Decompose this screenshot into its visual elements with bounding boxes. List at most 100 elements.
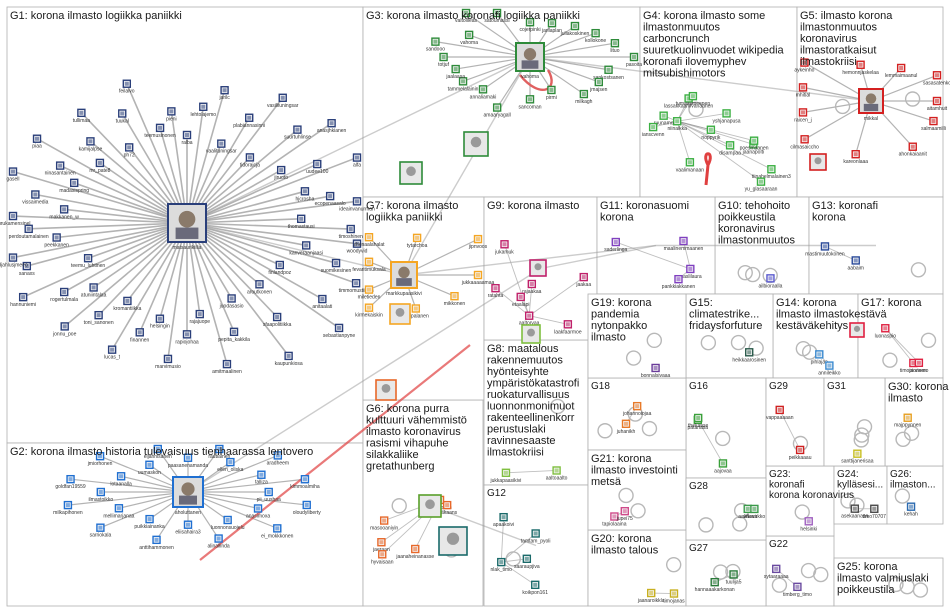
graph-node[interactable]: uudee100 bbox=[306, 159, 329, 176]
graph-node[interactable]: aykeinho bbox=[794, 58, 815, 74]
graph-node[interactable]: luonnonsuojelu bbox=[211, 515, 245, 531]
graph-node[interactable]: tuulija5 bbox=[726, 570, 742, 586]
hub-node[interactable]: aholuttanen bbox=[172, 476, 204, 516]
graph-node[interactable]: rajaakaa bbox=[522, 279, 542, 296]
graph-node[interactable]: lotaanalla bbox=[110, 472, 132, 488]
graph-node[interactable]: talliza bbox=[255, 470, 268, 486]
graph-node[interactable]: jukamuk bbox=[494, 240, 514, 256]
hub-node[interactable]: mikkal bbox=[858, 88, 884, 122]
graph-node[interactable]: fevaritimuksala bbox=[352, 257, 386, 273]
graph-node[interactable]: sasasatenko bbox=[923, 71, 950, 87]
graph-node[interactable]: aaltoaalto bbox=[546, 466, 568, 482]
graph-node[interactable]: gasell bbox=[6, 167, 20, 183]
graph-node[interactable]: pankkiakkanen bbox=[662, 274, 696, 291]
graph-node[interactable]: cilmasaiccho bbox=[790, 135, 819, 151]
graph-node[interactable]: pepita_kakkila bbox=[218, 327, 250, 343]
graph-node[interactable]: ideainvanurman bbox=[339, 197, 375, 213]
graph-node[interactable]: ellen_oliska bbox=[217, 457, 244, 474]
graph-node[interactable]: pihlajaa bbox=[811, 350, 828, 366]
graph-node[interactable]: mikkonen bbox=[444, 291, 466, 308]
graph-node[interactable]: lehtolajemo bbox=[190, 102, 216, 118]
graph-node[interactable]: thekaase bbox=[688, 413, 709, 429]
graph-node[interactable]: timo70707 bbox=[863, 504, 887, 520]
graph-node[interactable]: oloudyliberty bbox=[293, 500, 322, 516]
graph-node[interactable]: toni_sanonen bbox=[84, 310, 114, 327]
graph-node[interactable]: ahonkaiaanit bbox=[899, 142, 928, 158]
graph-node[interactable]: timoshinen bbox=[339, 224, 363, 241]
graph-node[interactable]: etaalapi bbox=[512, 292, 530, 308]
graph-node[interactable]: anasimoxa bbox=[246, 504, 270, 520]
graph-node[interactable]: laakaans bbox=[437, 500, 458, 517]
hub-node[interactable]: matsaurikiilia bbox=[167, 203, 207, 251]
graph-node[interactable]: luonaspio bbox=[875, 324, 897, 340]
graph-node[interactable]: plabiannasinni bbox=[233, 113, 265, 129]
graph-node[interactable]: lucas_t bbox=[104, 345, 121, 361]
graph-node[interactable]: amitmaalinen bbox=[212, 359, 242, 376]
graph-node[interactable]: peekkanen bbox=[44, 233, 69, 249]
graph-node[interactable]: eljannisanen bbox=[144, 444, 172, 461]
graph-node[interactable]: timberg_timo bbox=[783, 582, 812, 598]
avatar[interactable] bbox=[849, 322, 865, 338]
graph-node[interactable]: peikkaaau bbox=[789, 445, 812, 461]
avatar[interactable] bbox=[521, 324, 541, 344]
graph-node[interactable]: pieni bbox=[166, 107, 177, 123]
graph-node[interactable]: finlandpoz bbox=[268, 260, 292, 276]
graph-node[interactable]: salmaamilli bbox=[921, 116, 946, 133]
graph-node[interactable]: sytaaraaaa bbox=[764, 564, 789, 580]
graph-node[interactable]: santtijanerisaa bbox=[841, 449, 874, 465]
graph-node[interactable]: tytarchoa bbox=[407, 233, 428, 249]
graph-node[interactable]: lemmaimaanul bbox=[885, 63, 918, 79]
graph-node[interactable]: rapiojohaa bbox=[175, 330, 199, 346]
graph-node[interactable]: nlak_timo bbox=[491, 557, 513, 574]
graph-node[interactable]: pionemo bbox=[909, 358, 929, 374]
graph-node[interactable]: jmajsen bbox=[589, 77, 608, 93]
graph-node[interactable]: poesmaanen bbox=[740, 136, 769, 152]
graph-node[interactable]: yshjanapusa bbox=[713, 109, 741, 125]
graph-node[interactable]: perdoutamalainen bbox=[9, 224, 49, 240]
graph-node[interactable]: helsingin bbox=[150, 314, 170, 330]
graph-node[interactable]: milkapihonen bbox=[53, 500, 83, 517]
graph-node[interactable]: jaalaasa bbox=[445, 64, 465, 81]
graph-node[interactable]: jukkaaaaamaa bbox=[461, 270, 495, 287]
graph-node[interactable]: satoumassi bbox=[484, 8, 510, 25]
graph-node[interactable]: pirmi bbox=[546, 85, 557, 101]
graph-node[interactable]: anasjhkianen bbox=[317, 119, 347, 135]
graph-node[interactable]: djahlusjmeeo bbox=[0, 253, 28, 269]
graph-node[interactable]: jiruoto bbox=[273, 165, 288, 182]
graph-node[interactable]: masooaniyin bbox=[370, 516, 398, 532]
graph-node[interactable]: majppynnen bbox=[894, 413, 922, 429]
graph-node[interactable]: maalinemmaanen bbox=[664, 236, 704, 252]
graph-node[interactable]: lituo bbox=[610, 39, 620, 55]
graph-node[interactable]: hannuniemi bbox=[10, 292, 36, 309]
graph-node[interactable]: alinallinda bbox=[207, 534, 230, 550]
graph-node[interactable]: vasiliiuningsar bbox=[267, 93, 299, 109]
graph-node[interactable]: valtoilleas bbox=[455, 8, 478, 25]
graph-node[interactable]: cojerpinki bbox=[519, 18, 541, 34]
graph-node[interactable]: jmiorhonen bbox=[87, 451, 113, 468]
graph-node[interactable]: mr_pate8 bbox=[89, 158, 111, 174]
avatar[interactable] bbox=[529, 259, 547, 277]
graph-node[interactable]: feilalvo bbox=[119, 79, 135, 95]
graph-node[interactable]: sanaxs bbox=[19, 261, 35, 278]
graph-node[interactable]: niinaikka bbox=[667, 117, 687, 133]
graph-node[interactable]: laakfaarmoe bbox=[554, 320, 582, 336]
graph-node[interactable]: juliakoskinen bbox=[560, 21, 590, 38]
graph-node[interactable]: ilmastoikko bbox=[88, 487, 113, 504]
graph-node[interactable]: sankostsanen bbox=[593, 65, 624, 81]
graph-node[interactable]: tullimaa bbox=[73, 108, 90, 124]
graph-node[interactable]: kehah bbox=[904, 502, 918, 518]
graph-node[interactable]: teemu_luhtinen bbox=[71, 254, 105, 270]
avatar[interactable] bbox=[809, 153, 827, 171]
graph-node[interactable]: jaanaroikkla bbox=[637, 588, 665, 605]
graph-node[interactable]: saaraupjiva bbox=[514, 554, 540, 570]
graph-node[interactable]: juodasasio bbox=[219, 294, 244, 310]
graph-node[interactable]: tuukal bbox=[116, 109, 129, 125]
graph-node[interactable]: jarilaplan bbox=[541, 18, 562, 35]
graph-node[interactable]: disampaa bbox=[719, 141, 741, 157]
graph-node[interactable]: kaupunkiosa bbox=[275, 351, 303, 367]
graph-node[interactable]: aabaim bbox=[848, 256, 864, 272]
graph-node[interactable]: mastimuutokonen bbox=[805, 242, 845, 258]
graph-node[interactable]: surukamensinel bbox=[0, 211, 31, 228]
graph-node[interactable]: carlpalanen bbox=[403, 304, 429, 320]
graph-node[interactable]: apaakoivi bbox=[493, 512, 514, 529]
